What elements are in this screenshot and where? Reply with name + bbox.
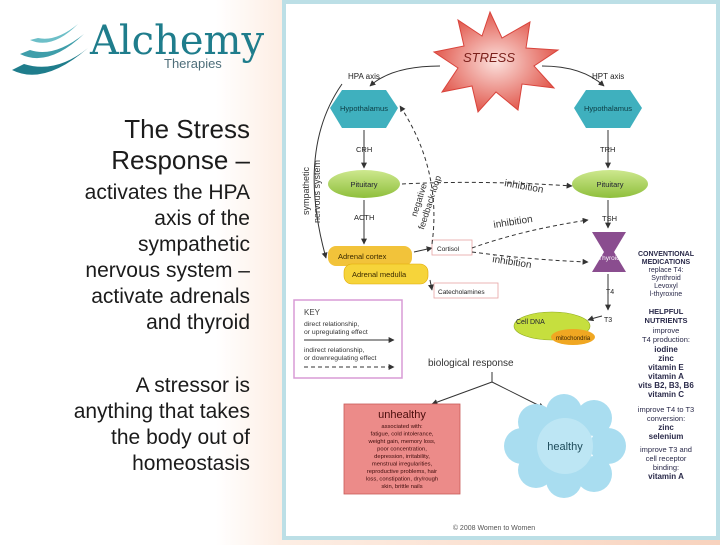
healthy-flower [504, 394, 626, 498]
hypothalamus-left-label: Hypothalamus [340, 104, 388, 113]
svg-text:HELPFUL: HELPFUL [649, 307, 684, 316]
svg-text:zinc: zinc [658, 354, 674, 363]
svg-text:improve T4 to T3: improve T4 to T3 [638, 405, 694, 414]
helpful-nutrients: HELPFUL NUTRIENTS improve T4 production:… [638, 307, 694, 399]
svg-text:binding:: binding: [653, 463, 679, 472]
sympathetic-arrow [313, 83, 343, 259]
svg-text:fatigue, cold intolerance,: fatigue, cold intolerance, [371, 432, 434, 438]
pituitary-left [328, 170, 400, 198]
svg-text:menstrual irregularities,: menstrual irregularities, [372, 462, 433, 468]
svg-text:vitamin A: vitamin A [648, 472, 684, 481]
svg-text:iodine: iodine [654, 345, 678, 354]
svg-text:conversion:: conversion: [647, 414, 685, 423]
slide-title: The Stress Response – [111, 114, 250, 175]
t4-label: T4 [606, 289, 614, 296]
svg-text:CONVENTIONAL: CONVENTIONAL [638, 251, 695, 258]
logo-wave-icon [12, 24, 88, 75]
pituitary-right [572, 170, 648, 198]
inhibition-arrow-3 [471, 251, 589, 265]
thyroid-label: Thyroid [598, 255, 620, 262]
svg-text:loss, constipation, dry/rough: loss, constipation, dry/rough [366, 477, 438, 483]
slide-description: activates the HPA axis of the sympatheti… [84, 181, 250, 334]
t4-to-t3-nutrients: improve T4 to T3 conversion: zinc seleni… [638, 405, 694, 441]
adrenal-cortex [328, 246, 412, 266]
svg-text:T4 production:: T4 production: [642, 335, 690, 344]
inhibition-arrow-2 [471, 217, 589, 249]
svg-text:weight gain, memory loss,: weight gain, memory loss, [367, 439, 435, 445]
stress-response-diagram: STRESS HPA axis HPT axis Hypothalamus Hy… [282, 0, 720, 540]
sympathetic-line2: nervous system [312, 160, 322, 223]
svg-text:reproductive problems, hair: reproductive problems, hair [367, 469, 437, 475]
svg-text:vitamin A: vitamin A [648, 372, 684, 381]
cell-dna-label: Cell DNA [516, 319, 545, 326]
acth-label: ACTH [354, 213, 374, 222]
logo-wordmark: Alchemy [90, 18, 265, 64]
pituitary-left-label: Pituitary [350, 180, 377, 189]
pituitary-right-label: Pituitary [596, 180, 623, 189]
conventional-medications: CONVENTIONAL MEDICATIONS replace T4: Syn… [638, 251, 695, 298]
mitochondria [551, 329, 595, 345]
logo-subtitle: Therapies [164, 56, 222, 71]
alchemy-logo: Alchemy Therapies [4, 8, 264, 88]
svg-text:Levoxyl: Levoxyl [654, 283, 678, 290]
svg-text:Synthroid: Synthroid [651, 275, 681, 282]
healthy-label: healthy [547, 441, 583, 453]
trh-label: TRH [600, 145, 615, 154]
svg-text:vitamin C: vitamin C [648, 390, 684, 399]
svg-text:cell receptor: cell receptor [646, 454, 687, 463]
catecholamines-label: Catecholamines [438, 289, 485, 296]
svg-text:selenium: selenium [649, 432, 684, 441]
key-indirect-line1: indirect relationship, [304, 347, 365, 354]
cortisol-label: Cortisol [437, 246, 460, 253]
hypothalamus-right [574, 90, 642, 128]
sympathetic-line1: sympathetic [301, 166, 311, 215]
t3-receptor-nutrients: improve T3 and cell receptor binding: vi… [640, 445, 692, 481]
svg-text:improve T3 and: improve T3 and [640, 445, 692, 454]
svg-text:NUTRIENTS: NUTRIENTS [645, 316, 688, 325]
stressor-definition: A stressor is anything that takes the bo… [73, 374, 250, 475]
hypothalamus-left [330, 90, 398, 128]
svg-text:vitamin E: vitamin E [648, 363, 684, 372]
svg-text:associated with:: associated with: [381, 424, 423, 430]
catecholamines-box [433, 282, 499, 299]
crh-label: CRH [356, 145, 372, 154]
adrenal-medulla [343, 263, 429, 285]
hpa-axis-label: HPA axis [348, 72, 380, 81]
unhealthy-title: unhealthy [378, 409, 426, 421]
svg-text:skin, brittle nails: skin, brittle nails [381, 484, 422, 490]
thyroid-shape [592, 232, 626, 272]
key-indirect-line2: or downregulating effect [304, 355, 377, 362]
unhealthy-box [343, 403, 461, 495]
tsh-label: TSH [602, 214, 617, 223]
stress-label: STRESS [463, 50, 515, 65]
key-box [293, 299, 403, 379]
svg-text:replace T4:: replace T4: [649, 267, 684, 274]
biological-response-label: biological response [428, 358, 514, 369]
arrow-stress-hpa [369, 65, 441, 87]
svg-text:MEDICATIONS: MEDICATIONS [642, 259, 691, 266]
svg-text:improve: improve [653, 326, 680, 335]
svg-text:zinc: zinc [658, 423, 674, 432]
hpt-axis-label: HPT axis [592, 72, 624, 81]
negative-feedback-arrow [399, 105, 435, 245]
copyright: © 2008 Women to Women [453, 524, 535, 532]
t3-label: T3 [604, 317, 612, 324]
adrenal-medulla-label: Adrenal medulla [352, 270, 407, 279]
key-direct-line2: or upregulating effect [304, 329, 368, 336]
svg-text:l-thyroxine: l-thyroxine [650, 291, 682, 298]
adrenal-cortex-label: Adrenal cortex [338, 252, 387, 261]
arrow-stress-hpt [541, 65, 605, 87]
hypothalamus-right-label: Hypothalamus [584, 104, 632, 113]
svg-text:vits B2, B3, B6: vits B2, B3, B6 [638, 381, 694, 390]
mitochondria-label: mitochondria [556, 336, 591, 342]
key-title: KEY [304, 308, 321, 317]
diagram-canvas: STRESS HPA axis HPT axis Hypothalamus Hy… [282, 0, 720, 540]
svg-text:poor concentration,: poor concentration, [377, 447, 427, 453]
key-direct-line1: direct relationship, [304, 321, 359, 328]
inhibition-arrow-1 [401, 181, 573, 189]
svg-text:depression, irritability,: depression, irritability, [374, 454, 430, 460]
stress-star [432, 10, 560, 114]
